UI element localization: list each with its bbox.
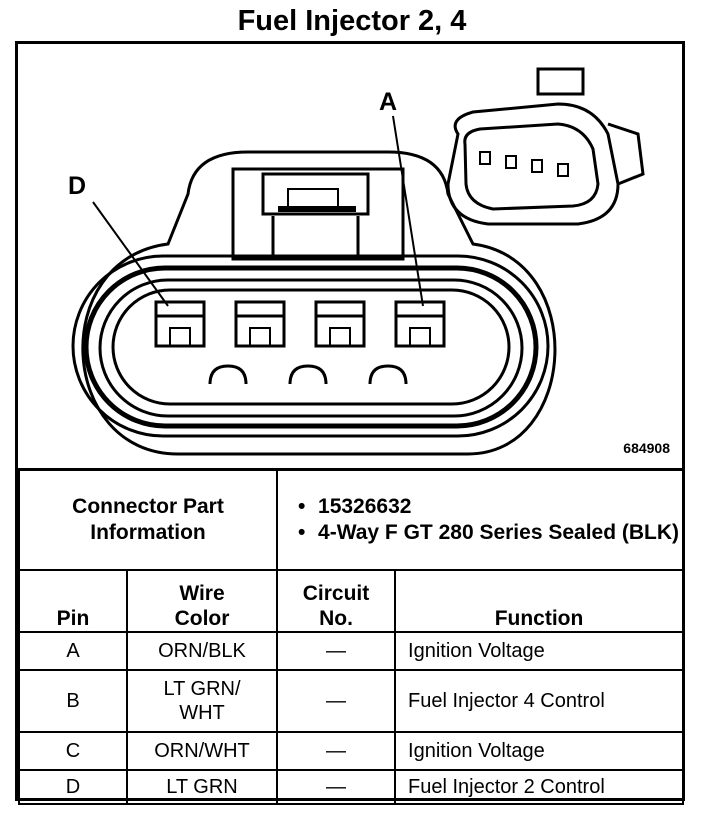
row-b-wire-color: LT GRN/ WHT	[125, 668, 279, 733]
connector-drawing	[71, 67, 645, 456]
page-title: Fuel Injector 2, 4	[237, 5, 467, 37]
row-b-pin: B	[18, 668, 128, 733]
connector-outer-shell	[81, 150, 557, 456]
row-d-wire-color: LT GRN	[125, 768, 279, 805]
table-row: C ORN/WHT — Ignition Voltage	[18, 730, 685, 771]
table-header-row: Pin Wire Color Circuit No. Function	[18, 568, 685, 633]
reference-code: 684908	[623, 440, 670, 456]
connector-table: Connector Part Information •15326632 •4-…	[17, 468, 685, 805]
row-c-wire-color: ORN/WHT	[125, 730, 279, 771]
header-pin: Pin	[18, 568, 128, 633]
row-c-function: Ignition Voltage	[394, 730, 685, 771]
connector-part-number: •15326632	[298, 494, 412, 518]
leader-line-d	[92, 201, 169, 307]
row-d-pin: D	[18, 768, 128, 805]
leader-line-a	[392, 115, 424, 307]
pin-label-d: D	[68, 172, 87, 200]
row-b-circuit: —	[276, 668, 397, 733]
row-c-circuit: —	[276, 730, 397, 771]
pin-cavity-d	[154, 300, 206, 348]
table-row: D LT GRN — Fuel Injector 2 Control	[18, 768, 685, 805]
row-a-pin: A	[18, 630, 128, 671]
connector-face	[111, 288, 511, 406]
latch-inner	[261, 172, 370, 216]
connector-info-values: •15326632 •4-Way F GT 280 Series Sealed …	[276, 468, 685, 571]
header-circuit-no: Circuit No.	[276, 568, 397, 633]
connector-info-row: Connector Part Information •15326632 •4-…	[17, 468, 685, 571]
pin-label-a: A	[379, 88, 398, 116]
latch-block	[231, 167, 405, 261]
connector-frame: D A 684908 Connector Part Information •1…	[15, 41, 685, 805]
table-row: A ORN/BLK — Ignition Voltage	[18, 630, 685, 671]
connector-ring-3	[98, 278, 524, 418]
header-wire-color: Wire Color	[125, 568, 279, 633]
connector-3d-illustration	[446, 67, 645, 226]
row-a-circuit: —	[276, 630, 397, 671]
pin-cavity-b	[314, 300, 366, 348]
connector-ring-2	[83, 265, 539, 429]
header-function: Function	[394, 568, 685, 633]
latch-tab	[287, 188, 339, 208]
row-a-wire-color: ORN/BLK	[125, 630, 279, 671]
row-a-function: Ignition Voltage	[394, 630, 685, 671]
connector-description: •4-Way F GT 280 Series Sealed (BLK)	[298, 520, 680, 544]
table-row: B LT GRN/ WHT — Fuel Injector 4 Control	[18, 668, 685, 733]
pin-cavity-c	[234, 300, 286, 348]
connector-info-label: Connector Part Information	[17, 468, 279, 571]
row-b-function: Fuel Injector 4 Control	[394, 668, 685, 733]
pin-cavity-a	[394, 300, 446, 348]
row-c-pin: C	[18, 730, 128, 771]
connector-diagram: D A 684908	[18, 44, 682, 468]
row-d-function: Fuel Injector 2 Control	[394, 768, 685, 805]
row-d-circuit: —	[276, 768, 397, 805]
connector-ring-1	[71, 254, 550, 438]
